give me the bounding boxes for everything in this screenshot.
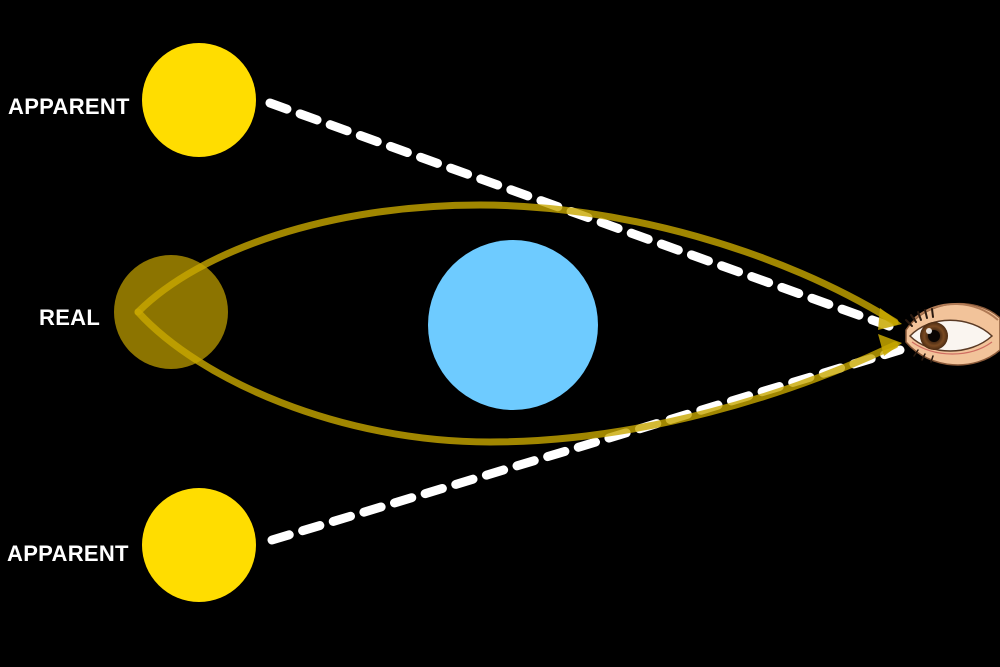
- real-star: [114, 255, 228, 369]
- real-label: REAL: [39, 305, 101, 330]
- apparent-label-top: APPARENT: [8, 94, 130, 119]
- apparent-star-top: [142, 43, 256, 157]
- sight-line-top: [265, 98, 905, 335]
- eye-icon: [905, 302, 1000, 366]
- light-path-top: [134, 201, 899, 326]
- light-path-bottom: [134, 308, 899, 446]
- arrowhead-top: [878, 308, 902, 330]
- apparent-label-bottom: APPARENT: [7, 541, 129, 566]
- lensing-mass: [428, 240, 598, 410]
- sight-line-bottom: [267, 345, 905, 545]
- arrowhead-bottom: [878, 334, 902, 356]
- apparent-star-bottom: [142, 488, 256, 602]
